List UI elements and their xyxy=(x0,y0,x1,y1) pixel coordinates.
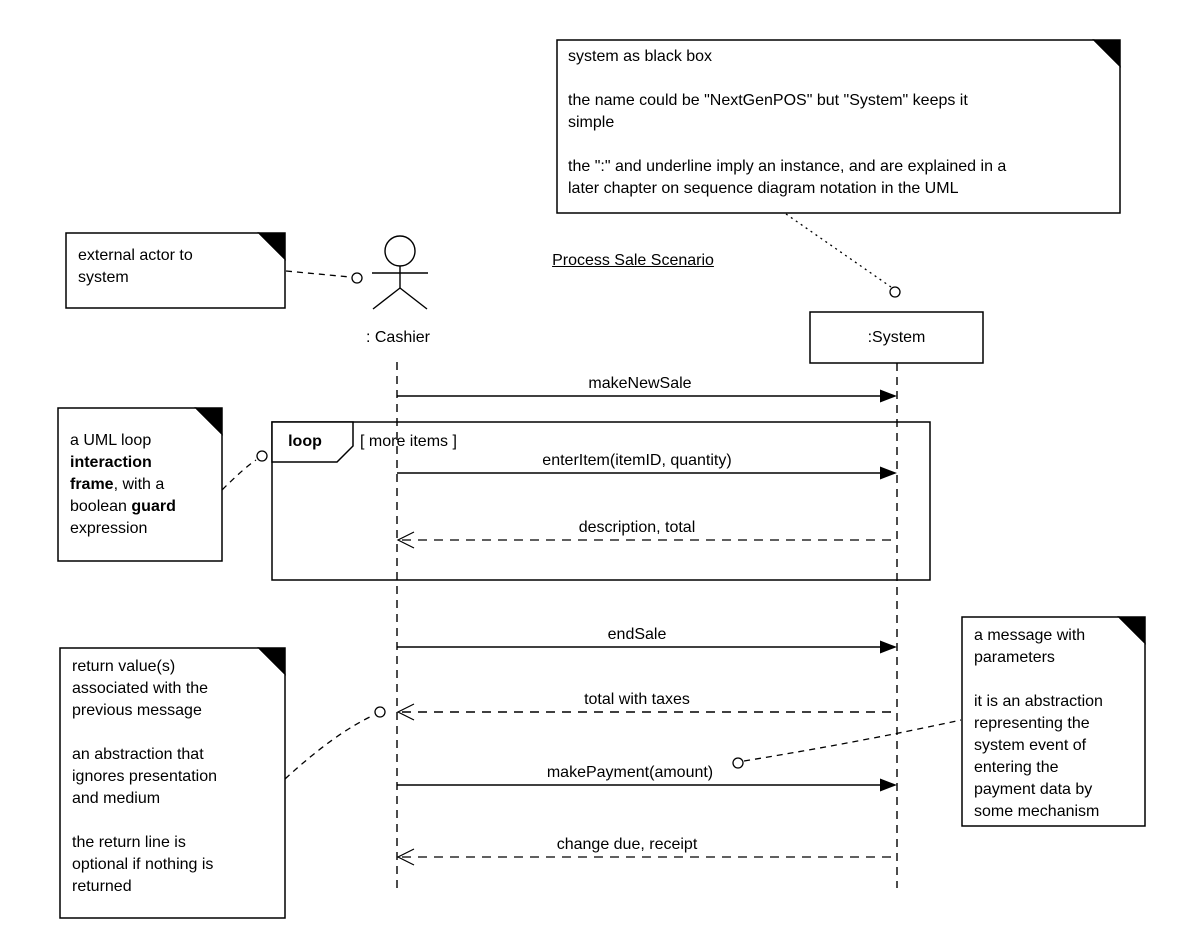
anchor-circle xyxy=(889,286,901,298)
note-system-black-box xyxy=(556,39,1121,214)
note-fold-icon xyxy=(194,407,223,436)
note-paragraph: the return line is optional if nothing i… xyxy=(72,834,214,895)
arrowhead-open-icon xyxy=(396,531,415,549)
anchor-circle xyxy=(732,757,744,769)
note-message-parameters xyxy=(961,616,1146,827)
note-segment: , with a boolean xyxy=(70,476,165,515)
system-box xyxy=(809,311,984,364)
note-paragraph: return value(s) associated with the prev… xyxy=(72,658,209,719)
note-return-values xyxy=(59,647,286,919)
arrowhead-open-icon xyxy=(396,703,415,721)
note-paragraph: system as black box xyxy=(568,48,713,65)
connector-params-note xyxy=(732,719,962,769)
note-message-parameters-text: a message with parameters it is an abstr… xyxy=(974,625,1134,823)
note-fold-icon xyxy=(1117,616,1146,645)
connector-return-note xyxy=(284,706,386,780)
message-label-endSale: endSale xyxy=(607,626,667,643)
message-label-makeNewSale: makeNewSale xyxy=(588,375,692,392)
note-paragraph: it is an abstraction representing the sy… xyxy=(974,693,1103,820)
message-return-change-due xyxy=(396,848,897,866)
note-segment-bold: guard xyxy=(131,498,176,515)
loop-guard-label: [ more items ] xyxy=(360,433,457,450)
loop-operator-pentagon xyxy=(271,421,354,463)
message-label-total-with-taxes: total with taxes xyxy=(584,691,690,708)
arrowhead-solid-icon xyxy=(880,466,897,480)
arrowhead-open-icon xyxy=(396,848,415,866)
loop-operator-label: loop xyxy=(288,433,322,450)
connector-system-note xyxy=(785,213,901,298)
note-paragraph: the name could be "NextGenPOS" but "Syst… xyxy=(568,92,968,131)
note-fold-icon xyxy=(1092,39,1121,68)
arrowhead-solid-icon xyxy=(880,389,897,403)
note-fold-icon xyxy=(257,647,286,676)
anchor-circle xyxy=(351,272,363,284)
note-paragraph: external actor to system xyxy=(78,247,193,286)
note-paragraph: the ":" and underline imply an instance,… xyxy=(568,158,1007,197)
message-return-description-total xyxy=(396,531,897,549)
note-paragraph: an abstraction that ignores presentation… xyxy=(72,746,217,807)
message-label-change-due: change due, receipt xyxy=(556,836,698,853)
anchor-circle xyxy=(374,706,386,718)
note-paragraph: a message with parameters xyxy=(974,627,1086,666)
note-segment-bold: interaction frame xyxy=(70,454,152,493)
note-external-actor xyxy=(65,232,286,309)
message-label-enterItem: enterItem(itemID, quantity) xyxy=(542,452,732,469)
anchor-circle xyxy=(256,450,268,462)
note-loop-frame xyxy=(57,407,223,562)
message-arrow-enterItem xyxy=(397,466,897,480)
system-box-label: :System xyxy=(867,329,926,346)
message-arrow-makePayment xyxy=(397,778,897,792)
message-label-description-total: description, total xyxy=(578,519,696,536)
diagram-title: Process Sale Scenario xyxy=(552,252,714,269)
note-fold-icon xyxy=(257,232,286,261)
connector-loop-note xyxy=(221,450,268,491)
actor-figure-icon xyxy=(372,235,428,310)
message-label-makePayment: makePayment(amount) xyxy=(546,764,714,781)
message-arrow-makeNewSale xyxy=(397,389,897,403)
note-return-values-text: return value(s) associated with the prev… xyxy=(72,656,272,898)
actor-label: : Cashier xyxy=(365,329,431,346)
arrowhead-solid-icon xyxy=(880,640,897,654)
message-arrow-endSale xyxy=(397,640,897,654)
arrowhead-solid-icon xyxy=(880,778,897,792)
connector-actor-note xyxy=(285,270,363,284)
note-loop-frame-text: a UML loop interaction frame, with a boo… xyxy=(70,430,215,540)
note-external-actor-text: external actor to system xyxy=(78,245,268,289)
note-system-black-box-text: system as black box the name could be "N… xyxy=(568,46,1108,200)
message-return-total-with-taxes xyxy=(396,703,897,721)
note-segment: expression xyxy=(70,520,148,537)
note-segment: a UML loop xyxy=(70,432,152,449)
loop-frame xyxy=(271,421,931,581)
